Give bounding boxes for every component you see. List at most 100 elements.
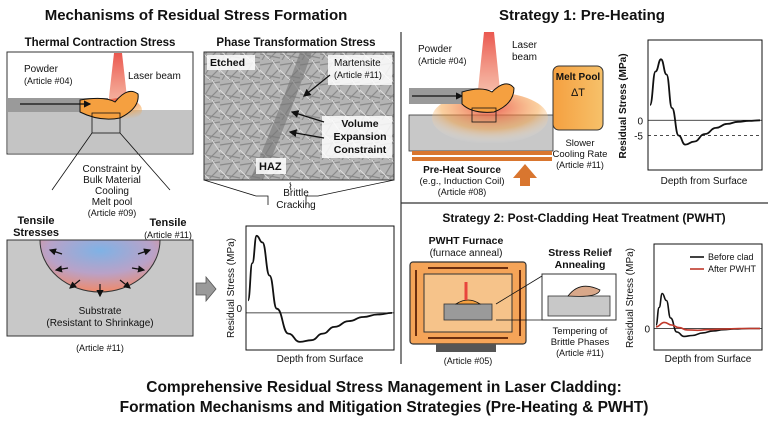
furnace-zoom-line1 [495, 275, 543, 305]
preheat-powder-ref: (Article #04) [418, 56, 467, 66]
tensile-left-line2: Stresses [13, 227, 59, 239]
legend-before-label: Before clad [708, 252, 754, 262]
preheat-source: Pre-Heat Source (e.g., Induction Coil) (… [412, 151, 552, 197]
footer-title-line2: Formation Mechanisms and Mitigation Stra… [120, 399, 649, 416]
preheat-melt-pool [461, 83, 515, 113]
shrinkage-arrows [48, 248, 152, 298]
zoom-funnel-left [203, 179, 269, 205]
martensite-label: Martensite [334, 58, 381, 69]
preheating-panel: Powder (Article #04) Laser beam [408, 32, 554, 152]
slower-ref: (Article #11) [556, 160, 604, 170]
chart2-xlabel: Depth from Surface [661, 176, 748, 187]
melt-pool-zoom-label: Melt Pool [556, 72, 601, 83]
constraint-line2: Bulk Material [83, 175, 141, 186]
tempering-ref: (Article #11) [556, 348, 604, 358]
etched-tag-bg [207, 55, 255, 70]
chart3-xlabel: Depth from Surface [665, 354, 752, 365]
zoom-line-right [119, 132, 171, 191]
melt-pool-zoom-box [552, 65, 604, 131]
constraint-labels: Constraint by Bulk Material Cooling Melt… [13, 164, 192, 240]
tempering-line1: Tempering of [553, 326, 608, 337]
preheat-stress-chart: Residual Stress (MPa) Depth from Surface… [618, 39, 763, 187]
furnace-ref: (Article #05) [444, 356, 493, 366]
volume-tag-bg [322, 116, 392, 158]
tensile-right-label: Tensile [149, 217, 186, 229]
source-line2: (e.g., Induction Coil) [419, 176, 504, 187]
chart2-tick-minus: -5 [634, 132, 643, 143]
chart3-after-line [655, 321, 760, 332]
volume-line3: Constraint [334, 144, 387, 156]
delta-t-label: ΔT [571, 87, 585, 99]
mechanism-stress-chart: Residual Stress (MPa) Depth from Surface… [226, 225, 395, 365]
chart2-series-line [649, 58, 761, 146]
brittle-line2: Cracking [276, 200, 315, 211]
zoom-line-left [51, 132, 93, 191]
chart3-ylabel: Residual Stress (MPa) [625, 248, 636, 348]
tensile-left-line1: Tensile [17, 215, 54, 227]
mechanisms-title: Mechanisms of Residual Stress Formation [45, 7, 348, 24]
furnace-clad [454, 299, 482, 305]
melt-pool-zoom: Melt Pool ΔT Slower Cooling Rate (Articl… [552, 65, 608, 170]
strategy1-title: Strategy 1: Pre-Heating [499, 7, 665, 24]
relief-line2: Annealing [555, 259, 606, 271]
powder-ref: (Article #04) [24, 76, 73, 86]
melt-pool-shape [79, 90, 139, 120]
source-ref: (Article #08) [438, 187, 487, 197]
stress-relief-zoom: Stress Relief Annealing Tempering of Bri… [541, 247, 617, 358]
preheat-laser-line2: beam [512, 52, 537, 63]
coil-bar1 [412, 151, 552, 155]
preheat-laser-line1: Laser [512, 40, 538, 51]
chart3-frame [653, 243, 763, 351]
chart1-frame [245, 225, 395, 351]
furnace-part [443, 303, 493, 321]
powder-label: Powder [24, 64, 59, 75]
pwht-furnace: PWHT Furnace (furnace anneal) (Article #… [409, 235, 543, 366]
cooling-line1: Cooling [95, 186, 129, 197]
source-line1: Pre-Heat Source [423, 165, 501, 176]
chart1-series-line [247, 234, 393, 343]
thermal-contraction-panel: Thermal Contraction Stress Powder (Artic… [6, 37, 194, 191]
strategy2-title: Strategy 2: Post-Cladding Heat Treatment… [442, 211, 725, 225]
haz-label: HAZ [259, 161, 282, 173]
coil-bar2 [412, 157, 552, 161]
volume-pointer1 [290, 110, 325, 123]
volume-line2: Expansion [333, 131, 386, 143]
chart3-tick-zero: 0 [644, 325, 650, 336]
slower-line2: Cooling Rate [553, 149, 608, 160]
laser-label: Laser beam [128, 71, 181, 82]
brittle-line1: Brittle [283, 188, 309, 199]
cooling-line2: Melt pool [92, 197, 133, 208]
zoom-box [91, 112, 121, 134]
chart1-xlabel: Depth from Surface [277, 354, 364, 365]
chart2-ylabel: Residual Stress (MPa) [618, 53, 629, 158]
volume-pointer2 [288, 129, 325, 139]
relief-substrate [547, 295, 611, 317]
tempering-line2: Brittle Phases [551, 337, 610, 348]
chart1-ylabel: Residual Stress (MPa) [226, 238, 237, 338]
preheat-powder-label: Powder [418, 44, 453, 55]
footer-title-line1: Comprehensive Residual Stress Management… [146, 379, 621, 396]
laser-beam-shape [108, 53, 128, 106]
furnace-line1: PWHT Furnace [429, 235, 504, 247]
pwht-stress-chart: Residual Stress (MPa) Depth from Surface… [625, 243, 763, 365]
heat-up-arrow [513, 164, 537, 186]
thermal-bottom-ref: (Article #11) [76, 343, 124, 353]
chart2-frame [647, 39, 763, 171]
chart1-zero-tick: 0 [236, 304, 242, 315]
preheat-laser [478, 32, 500, 90]
martensite-pointer [302, 74, 331, 97]
preheat-glow [432, 92, 548, 144]
martensite-tag-bg [328, 55, 392, 85]
relief-clad [567, 285, 601, 297]
martensite-ref: (Article #11) [334, 70, 382, 80]
thermal-heading: Thermal Contraction Stress [25, 37, 176, 49]
crack-glyph: ⌇ [288, 182, 293, 193]
legend-after-label: After PWHT [708, 264, 757, 274]
substrate-sublabel: (Resistant to Shrinkage) [46, 318, 153, 329]
zoom-funnel-right [305, 179, 395, 205]
phase-transformation-panel: Phase Transformation Stress Etched Marte… [203, 37, 395, 211]
haz-tag-bg [256, 158, 286, 174]
preheat-zoom-box [471, 107, 497, 123]
heating-elements [415, 267, 521, 339]
